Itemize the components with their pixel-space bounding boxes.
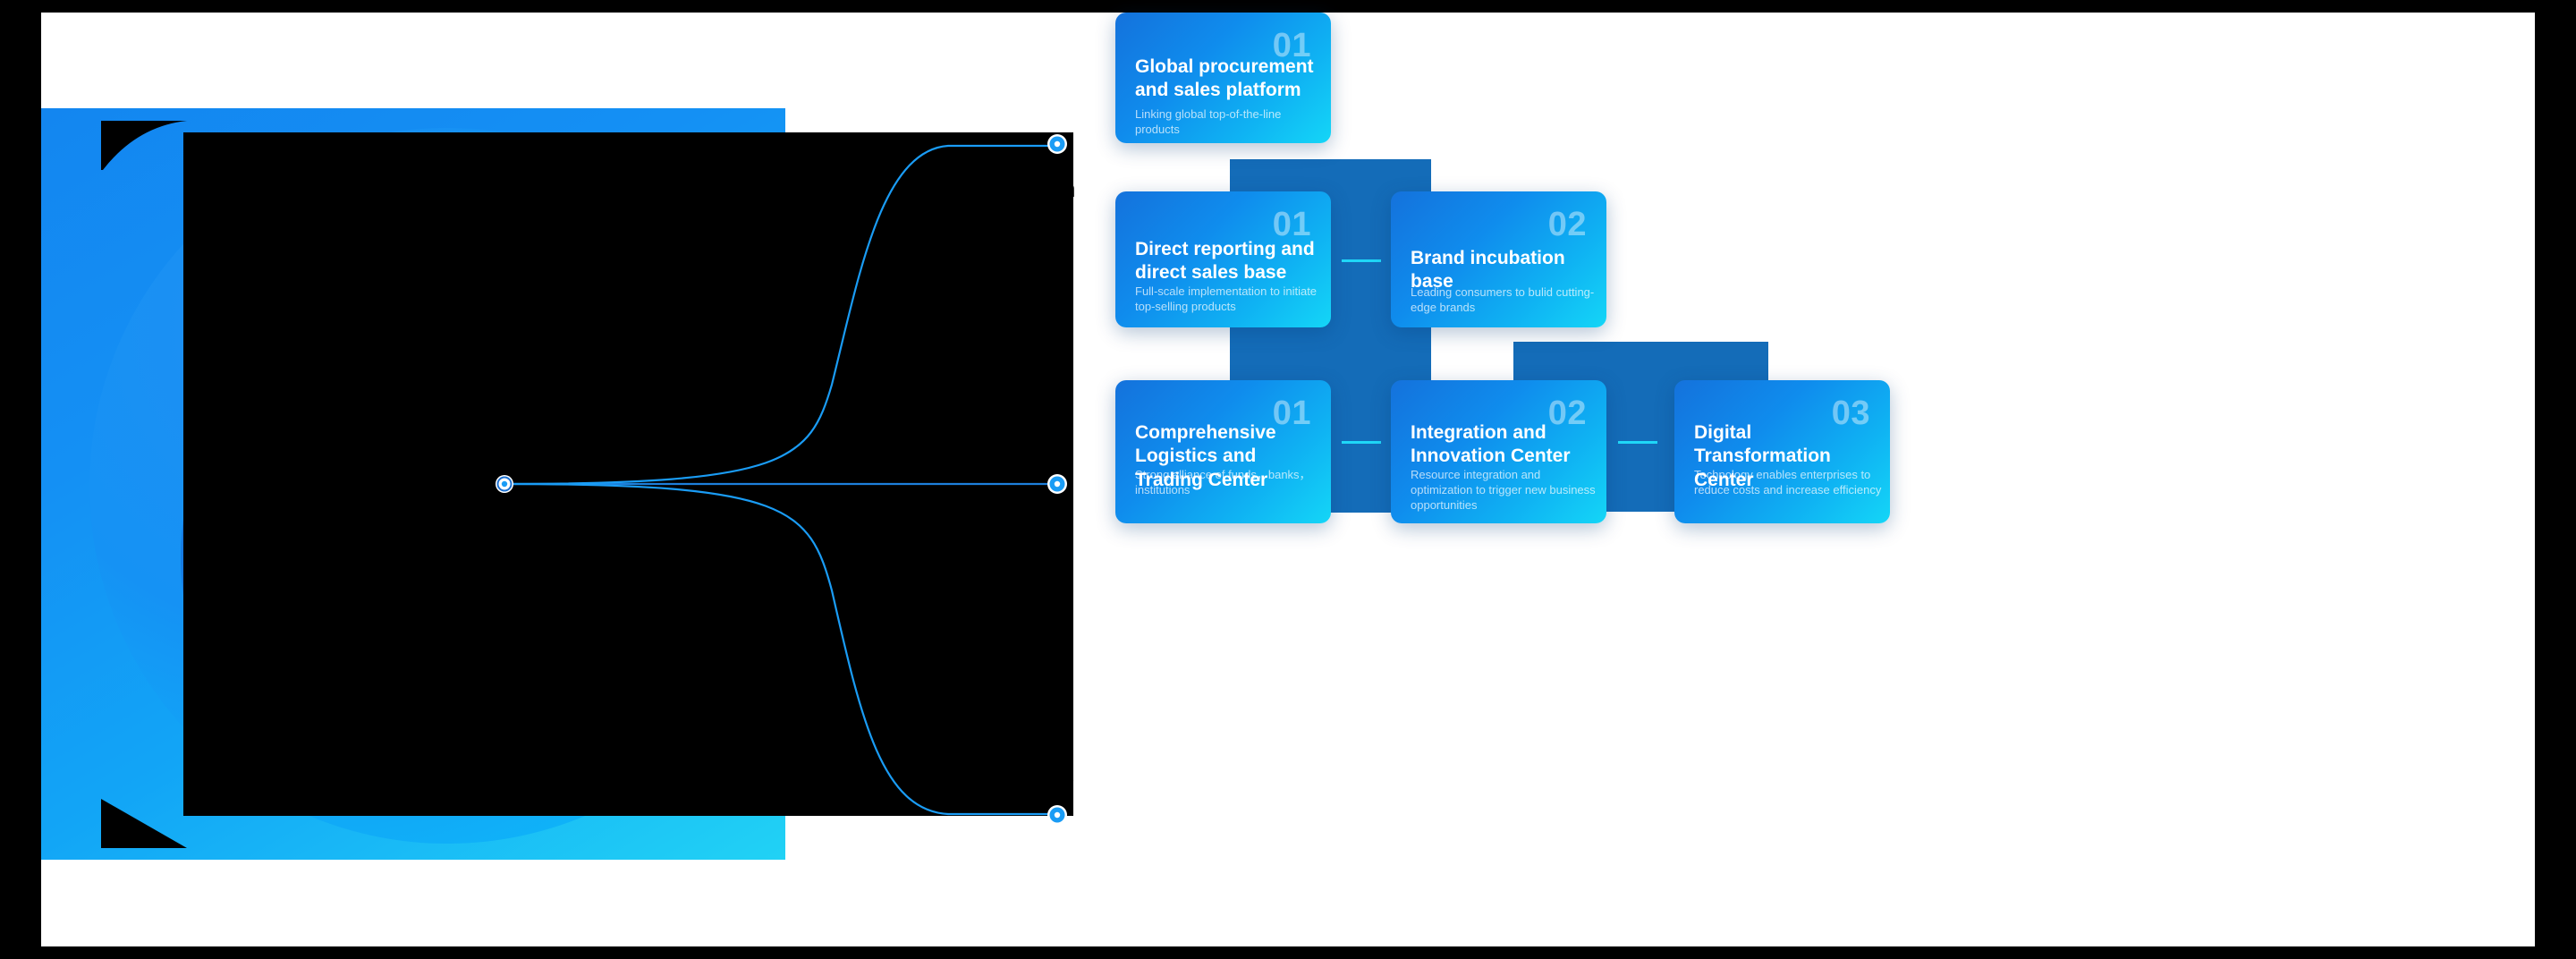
card-number: 02 <box>1547 206 1587 243</box>
card-digital-transformation[interactable]: 03 Digital Transformation Center Technol… <box>1674 380 1890 523</box>
sibling-link-row2 <box>1342 259 1381 262</box>
card-description: Resource integration and optimization to… <box>1411 468 1596 512</box>
card-description: Technology enables enterprises to reduce… <box>1694 468 1882 496</box>
card-number: 03 <box>1831 395 1870 432</box>
corner-accent-bottom-left-icon <box>101 799 187 848</box>
sibling-link-row3-a <box>1342 441 1381 444</box>
card-number: 01 <box>1272 395 1311 432</box>
card-tree: 01 Global procurement and sales platform… <box>1115 0 2576 959</box>
card-number: 01 <box>1272 27 1311 64</box>
clipped-label-bottom: s <box>1063 762 1074 789</box>
card-description: Strong alliance of funds，banks，instituti… <box>1135 468 1311 496</box>
card-title: Integration and Innovation Center <box>1411 422 1571 467</box>
sibling-link-row3-b <box>1618 441 1657 444</box>
card-description: Full-scale implementation to initiate to… <box>1135 284 1318 313</box>
card-title: Direct reporting and direct sales base <box>1135 239 1315 284</box>
card-description: Leading consumers to bulid cutting-edge … <box>1411 285 1595 314</box>
black-mask-overlay <box>183 132 1073 816</box>
card-number: 01 <box>1272 206 1311 243</box>
corner-accent-top-left-icon <box>101 121 187 170</box>
card-logistics-trading[interactable]: 01 Comprehensive Logistics and Trading C… <box>1115 380 1331 523</box>
card-title: Brand incubation base <box>1411 248 1565 293</box>
card-title: Digital Transformation Center <box>1694 422 1831 490</box>
card-integration-innovation[interactable]: 02 Integration and Innovation Center Res… <box>1391 380 1606 523</box>
card-direct-reporting[interactable]: 01 Direct reporting and direct sales bas… <box>1115 191 1331 327</box>
clipped-label-top: n <box>1063 175 1076 202</box>
card-description: Linking global top-of-the-line products <box>1135 107 1282 136</box>
card-number: 02 <box>1547 395 1587 432</box>
card-title: Global procurement and sales platform <box>1135 56 1314 101</box>
card-title: Comprehensive Logistics and Trading Cent… <box>1135 422 1276 490</box>
card-brand-incubation[interactable]: 02 Brand incubation base Leading consume… <box>1391 191 1606 327</box>
card-global-procurement[interactable]: 01 Global procurement and sales platform… <box>1115 13 1331 143</box>
